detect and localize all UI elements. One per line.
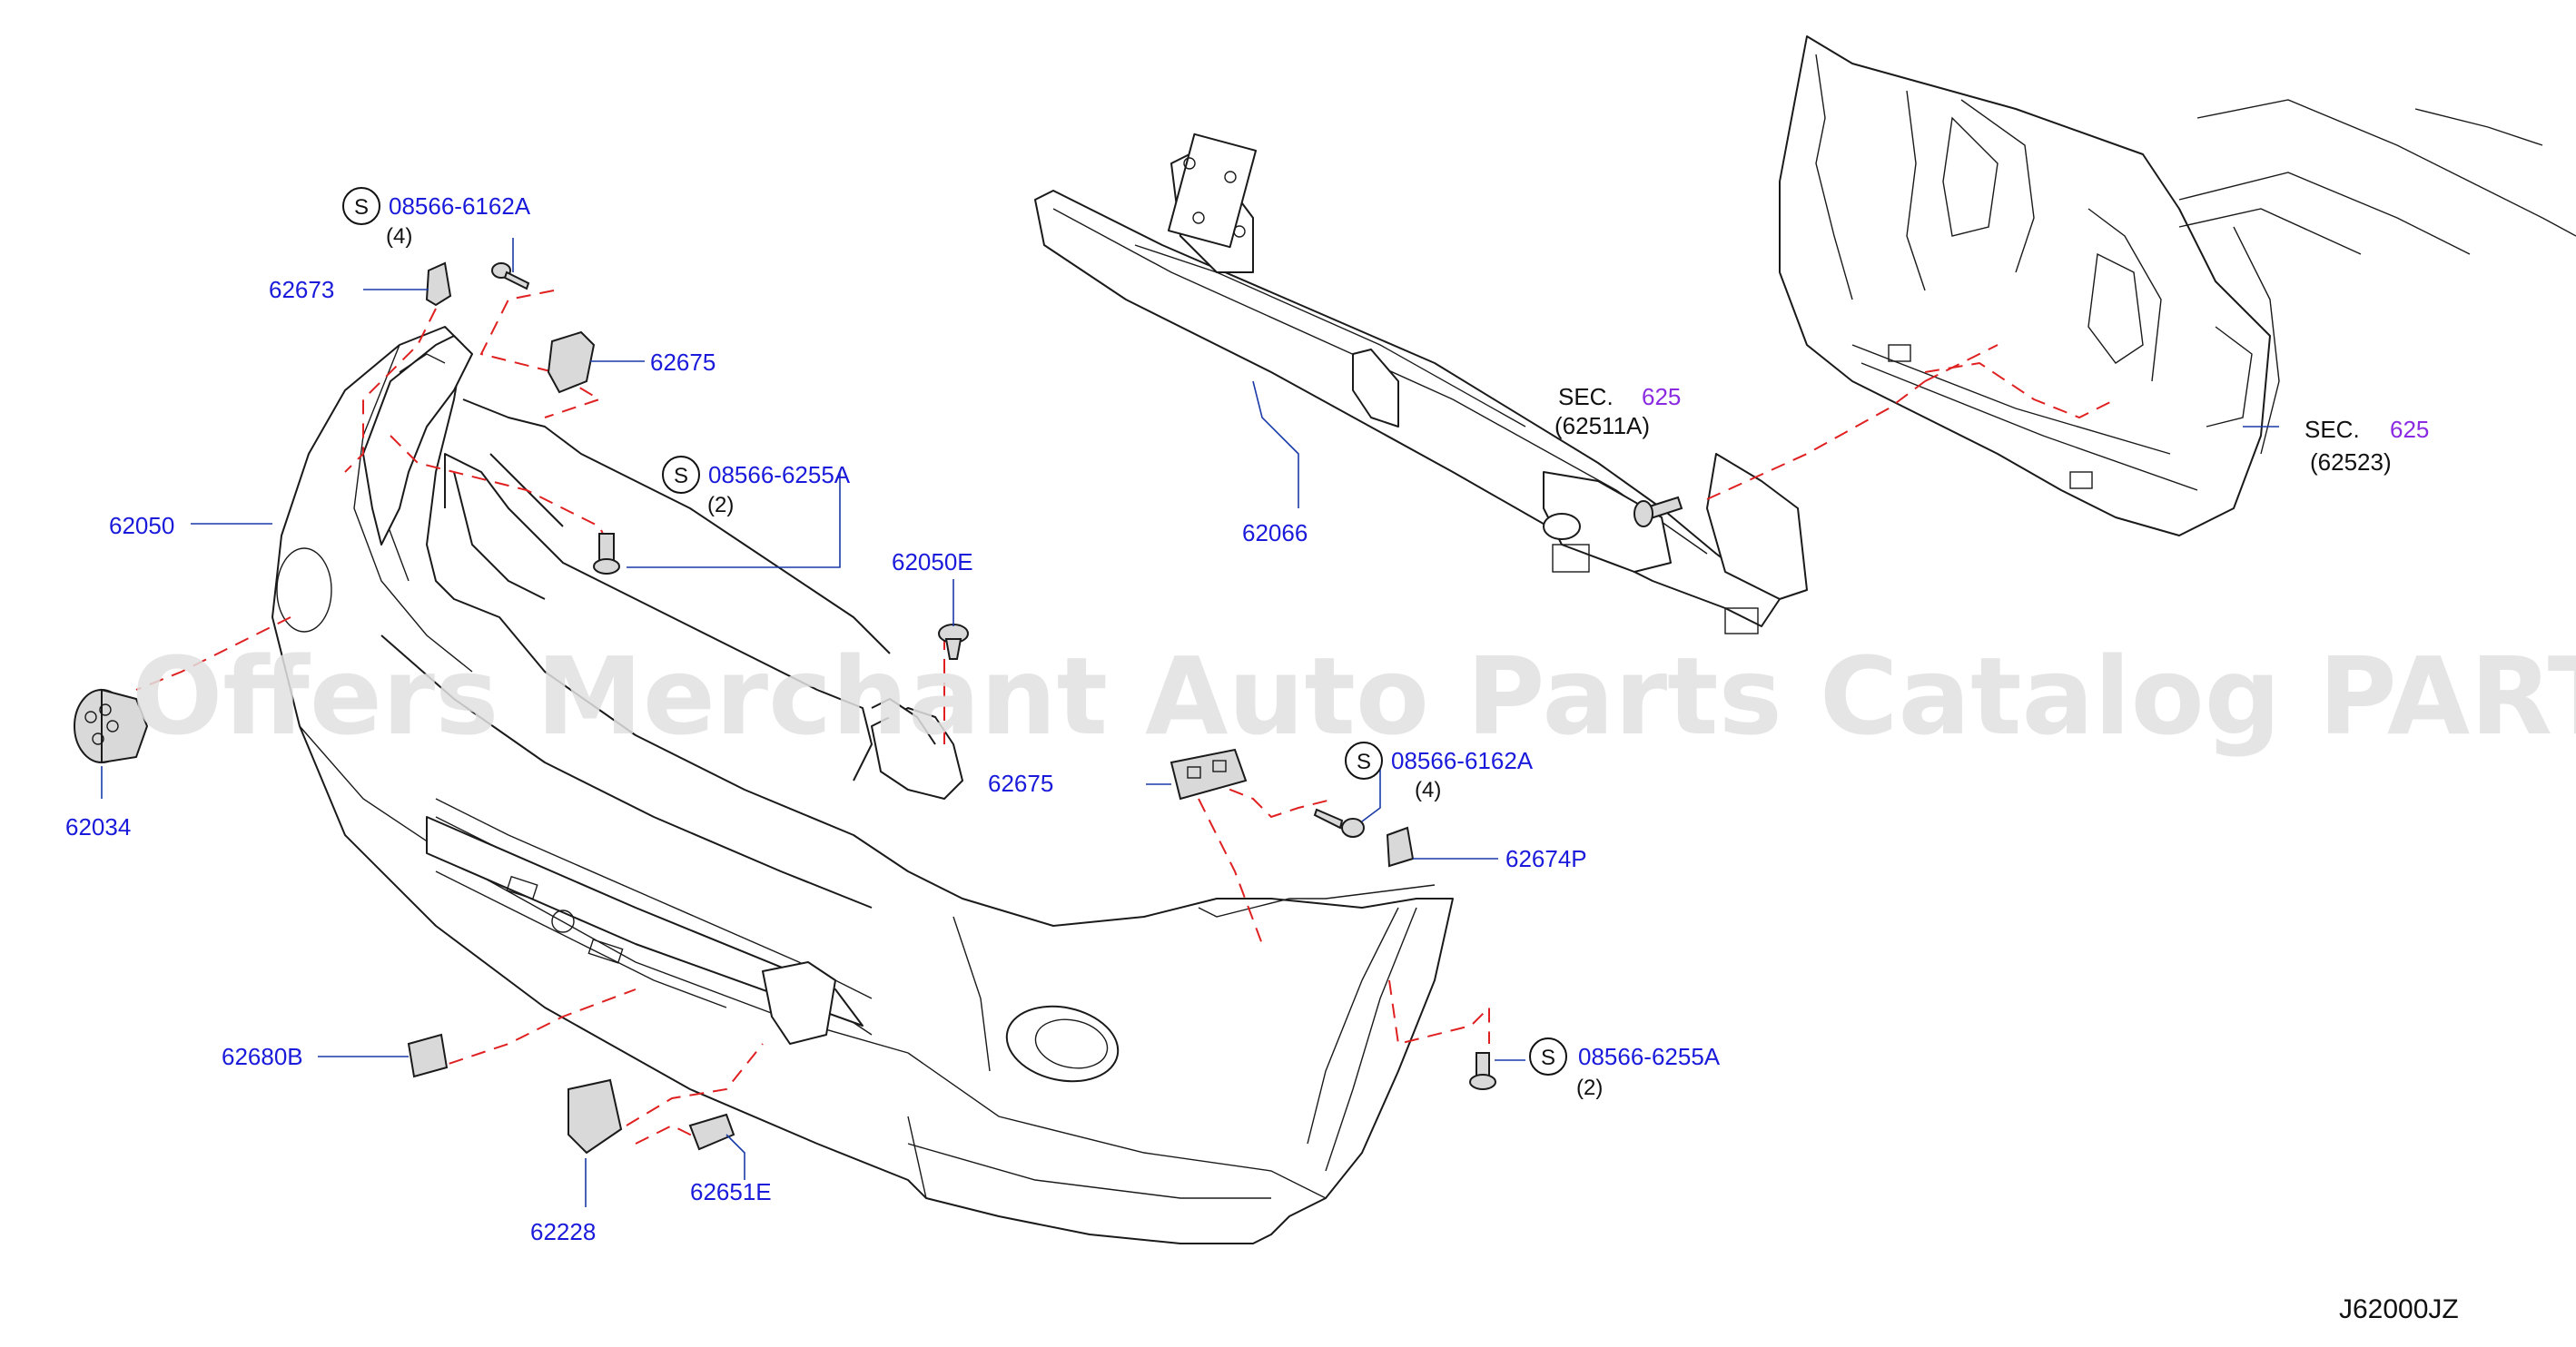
- clip-62050e: [938, 624, 969, 660]
- standard-part-08566-6162a-lower[interactable]: S 08566-6162A (4): [1345, 742, 1534, 802]
- bumper-reinforcement: [1034, 133, 1808, 634]
- drawing-code: J62000JZ: [2339, 1294, 2459, 1324]
- clip-62651e: [688, 1113, 735, 1151]
- clip-62673: [425, 261, 452, 307]
- screw-08566-6162a-lower: [1313, 808, 1365, 838]
- sec-number-link[interactable]: 625: [1642, 383, 1681, 410]
- section-ref-62523[interactable]: SEC. 625 (62523): [2305, 416, 2429, 476]
- radiator-core-support: [1779, 35, 2576, 536]
- part-number-label[interactable]: 08566-6255A: [1578, 1043, 1721, 1070]
- clip-62674p: [1386, 826, 1415, 868]
- quantity-label: (2): [707, 493, 734, 517]
- part-number-label[interactable]: 08566-6255A: [708, 461, 851, 488]
- sec-number-link[interactable]: 625: [2390, 416, 2429, 443]
- s-symbol-icon: [1529, 1037, 1567, 1076]
- quantity-label: (2): [1576, 1076, 1603, 1100]
- sec-sub-part: (62523): [2310, 448, 2392, 476]
- section-ref-62511a[interactable]: SEC. 625 (62511A): [1554, 383, 1681, 439]
- part-label-62034[interactable]: 62034: [65, 813, 131, 841]
- standard-part-08566-6255a-upper[interactable]: S 08566-6255A (2): [662, 456, 851, 517]
- part-label-62675-upper[interactable]: 62675: [650, 349, 716, 376]
- sec-sub-part: (62511A): [1554, 412, 1650, 439]
- quantity-label: (4): [386, 224, 412, 249]
- s-symbol-letter: S: [674, 464, 688, 488]
- s-symbol-letter: S: [1541, 1046, 1555, 1070]
- upper-bracket: [362, 335, 473, 546]
- bracket-62675-lower: [1170, 748, 1248, 801]
- s-symbol-letter: S: [354, 195, 369, 220]
- standard-part-08566-6255a-lower[interactable]: S 08566-6255A (2): [1529, 1037, 1721, 1100]
- part-number-label[interactable]: 08566-6162A: [389, 192, 531, 220]
- sec-prefix: SEC.: [2305, 416, 2360, 443]
- part-label-62050[interactable]: 62050: [109, 512, 174, 539]
- screw-08566-6162a-upper: [491, 262, 530, 290]
- s-symbol-letter: S: [1357, 750, 1371, 774]
- part-label-62050e[interactable]: 62050E: [892, 548, 973, 575]
- standard-part-08566-6162a-upper[interactable]: S 08566-6162A (4): [342, 187, 531, 249]
- sec-prefix: SEC.: [1558, 383, 1614, 410]
- bracket-62675-upper: [547, 330, 596, 394]
- part-label-62651e[interactable]: 62651E: [690, 1178, 772, 1205]
- quantity-label: (4): [1415, 778, 1441, 802]
- part-label-62673[interactable]: 62673: [269, 276, 334, 303]
- screw-08566-6255a-upper: [593, 533, 620, 575]
- dashed-guides: [135, 290, 2117, 1145]
- s-symbol-icon: [662, 456, 700, 494]
- watermark-text: Offers Merchant Auto Parts Catalog PARTS…: [132, 634, 2576, 759]
- cap-62228: [568, 1078, 623, 1155]
- bolt-62511a: [1633, 496, 1683, 527]
- bumper-fascia: [271, 326, 1454, 1244]
- part-label-62066[interactable]: 62066: [1242, 519, 1308, 546]
- s-symbol-icon: [1345, 742, 1383, 780]
- part-label-62675-lower[interactable]: 62675: [988, 770, 1053, 797]
- part-label-62674p[interactable]: 62674P: [1505, 845, 1587, 872]
- grommet-62034: [74, 688, 149, 764]
- part-number-label[interactable]: 08566-6162A: [1391, 747, 1534, 774]
- screw-08566-6255a-lower: [1469, 1052, 1496, 1090]
- s-symbol-icon: [342, 187, 380, 225]
- part-label-62680b[interactable]: 62680B: [222, 1043, 303, 1070]
- clip-62680b: [407, 1033, 449, 1078]
- part-label-62228[interactable]: 62228: [530, 1218, 596, 1245]
- leader-lines: [101, 238, 2279, 1207]
